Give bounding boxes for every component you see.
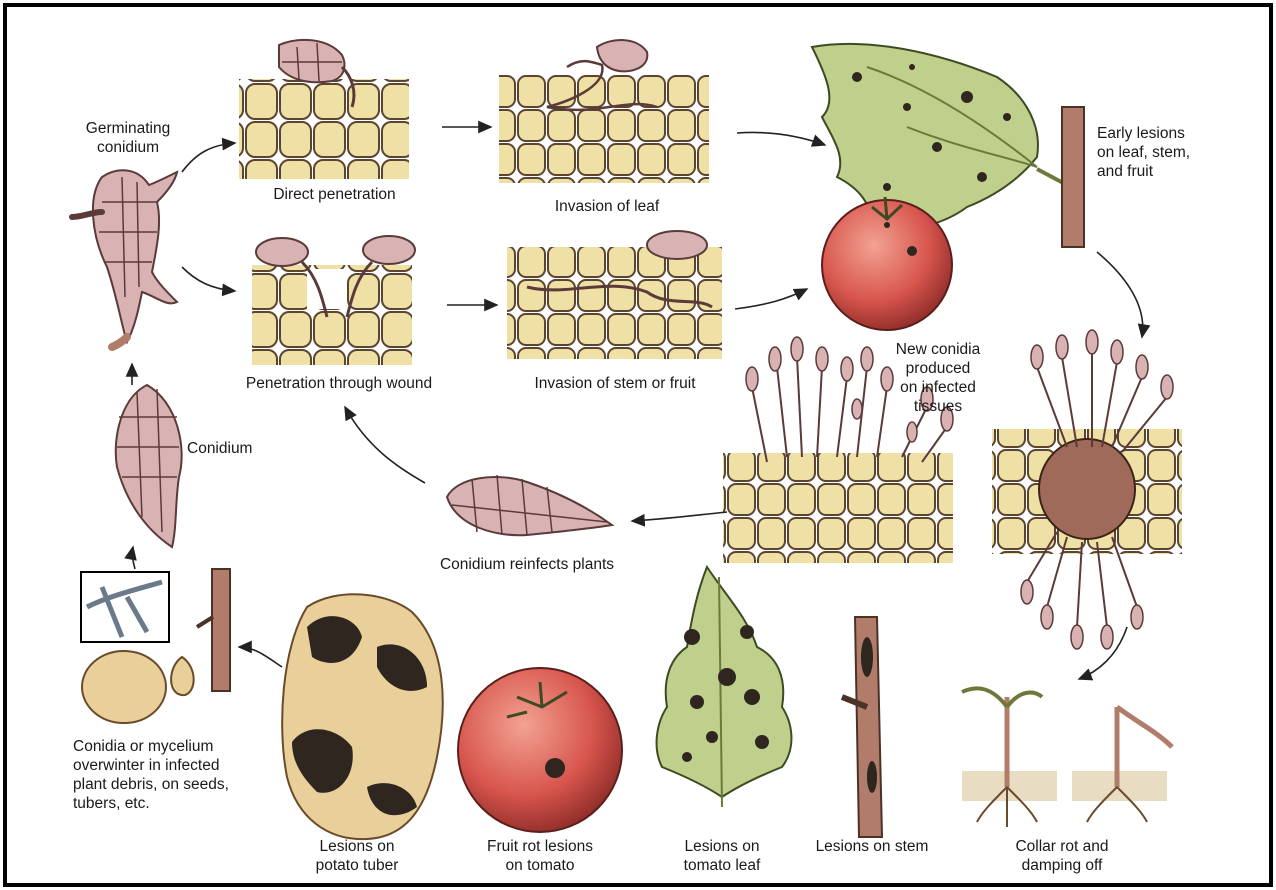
label-invasion-of-leaf: Invasion of leaf	[527, 197, 687, 216]
conidium-illustration	[116, 385, 182, 547]
tomato-fruit-rot-illustration	[458, 668, 622, 832]
collar-rot-illustration	[962, 688, 1172, 827]
invasion-of-leaf-illustration	[499, 40, 709, 183]
penetration-through-wound-illustration	[252, 236, 415, 365]
tomato-leaf-lesions-illustration	[657, 567, 792, 807]
infected-tissue-cross-section-illustration	[992, 330, 1182, 649]
label-conidium: Conidium	[187, 439, 287, 458]
label-early-lesions: Early lesions on leaf, stem, and fruit	[1097, 124, 1257, 181]
label-conidium-reinfects-plants: Conidium reinfects plants	[412, 555, 642, 574]
disease-cycle-diagram: Germinating conidium Direct penetration …	[3, 3, 1273, 887]
label-new-conidia: New conidia produced on infected tissues	[883, 340, 993, 416]
overwinter-debris-illustration	[81, 569, 230, 723]
direct-penetration-illustration	[239, 40, 409, 179]
germinating-conidium-illustration	[72, 170, 177, 347]
conidium-reinfects-illustration	[447, 475, 612, 535]
label-lesions-tomato-leaf: Lesions on tomato leaf	[657, 837, 787, 875]
label-germinating-conidium: Germinating conidium	[73, 119, 183, 157]
label-lesions-potato-tuber: Lesions on potato tuber	[297, 837, 417, 875]
invasion-of-stem-illustration	[507, 231, 722, 359]
label-fruit-rot-lesions: Fruit rot lesions on tomato	[465, 837, 615, 875]
potato-tuber-illustration	[282, 594, 443, 839]
label-collar-rot: Collar rot and damping off	[992, 837, 1132, 875]
label-lesions-on-stem: Lesions on stem	[797, 837, 947, 856]
label-penetration-through-wound: Penetration through wound	[219, 374, 459, 393]
label-direct-penetration: Direct penetration	[247, 185, 422, 204]
label-overwinter: Conidia or mycelium overwinter in infect…	[73, 737, 273, 813]
label-invasion-of-stem-or-fruit: Invasion of stem or fruit	[505, 374, 725, 393]
stem-lesions-illustration	[842, 617, 882, 837]
